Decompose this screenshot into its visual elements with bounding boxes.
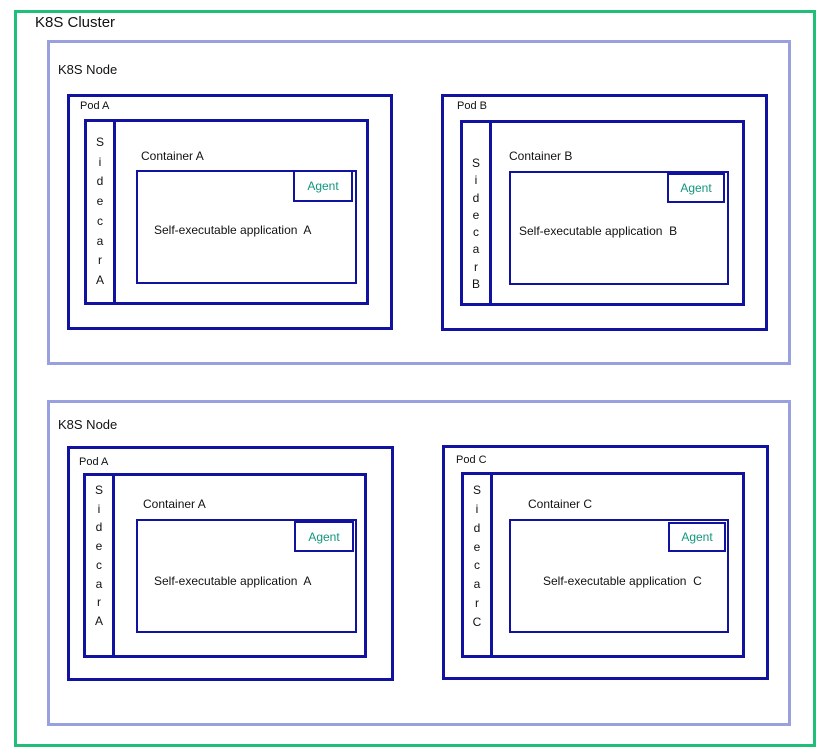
sidecar-c-node-2 [461,472,493,658]
sidecar-letter: e [95,539,103,554]
sidecar-letter: d [473,520,481,535]
pod-c-node-2 [442,445,769,680]
sidecar-letter: S [472,483,481,497]
sidecar-letter: d [472,190,480,205]
sidecar-c-node-2-letters: S i d e c a r C [461,483,493,629]
sidecar-letter: e [473,539,481,554]
sidecar-letter: d [95,520,103,535]
pod-a-node-1 [67,94,393,330]
agent-a-node-2: Agent [294,521,354,552]
app-b-node-1-label: Self-executable application B [519,224,678,238]
sidecar-letter: a [473,577,481,592]
app-c-node-2-label: Self-executable application C [543,574,702,588]
agent-c-node-2: Agent [668,522,726,552]
sidecar-letter: i [98,154,102,169]
cluster-label: K8S Cluster [35,14,116,31]
sidecar-letter: S [471,156,480,170]
sidecar-letter: r [97,595,101,610]
sidecar-letter: r [475,596,479,611]
sidecar-b-node-1 [460,120,492,306]
k8s-cluster [14,10,816,747]
sidecar-a-node-2 [83,473,115,658]
sidecar-a-node-1 [84,119,116,305]
sidecar-letter: S [95,135,104,149]
sidecar-a-node-1-letters: S i d e c a r A [84,135,116,287]
app-box-b-node-1 [509,171,729,285]
pod-a-node-1-label: Pod A [80,100,110,112]
sidecar-letter: r [98,253,102,268]
sidecar-letter: A [95,272,104,287]
container-b-node-1-label: Container B [509,149,573,163]
sidecar-letter: e [96,194,104,209]
sidecar-letter: d [96,174,104,189]
sidecar-letter: a [96,233,104,248]
sidecar-letter: a [95,576,103,591]
sidecar-letter: i [475,501,479,516]
container-a-node-1-label: Container A [141,149,204,163]
pod-a-node-2-label: Pod A [79,456,109,468]
container-a-node-2-label: Container A [143,497,206,511]
app-box-c-node-2 [509,519,729,633]
sidecar-letter: c [473,225,479,240]
app-a-node-1-label: Self-executable application A [154,223,312,237]
sidecar-letter: A [94,613,103,628]
sidecar-letter: C [472,614,482,629]
sidecar-letter: e [472,207,480,222]
sidecar-letter: B [471,276,480,291]
agent-b-node-1: Agent [667,173,725,203]
container-c-node-2-label: Container C [528,497,593,511]
app-a-node-2-label: Self-executable application A [154,574,312,588]
pod-a-node-2 [67,446,394,681]
pod-b-node-1 [441,94,768,331]
sidecar-letter: a [472,242,480,257]
pod-b-node-1-label: Pod B [457,100,487,112]
app-box-a-node-2 [136,519,357,633]
sidecar-letter: c [474,558,480,573]
k8s-node-2 [47,400,791,726]
sidecar-letter: c [96,557,102,572]
sidecar-letter: i [474,173,478,188]
app-box-a-node-1 [136,170,357,284]
pod-c-node-2-label: Pod C [456,454,487,466]
k8s-node-1 [47,40,791,365]
node-2-label: K8S Node [58,417,118,432]
sidecar-letter: S [94,483,103,497]
node-1-label: K8S Node [58,62,118,77]
sidecar-b-node-1-letters: S i d e c a r B [460,156,492,291]
sidecar-letter: r [474,259,478,274]
sidecar-letter: i [97,501,101,516]
agent-a-node-1: Agent [293,170,353,202]
sidecar-letter: c [97,213,103,228]
sidecar-a-node-2-letters: S i d e c a r A [83,483,115,628]
